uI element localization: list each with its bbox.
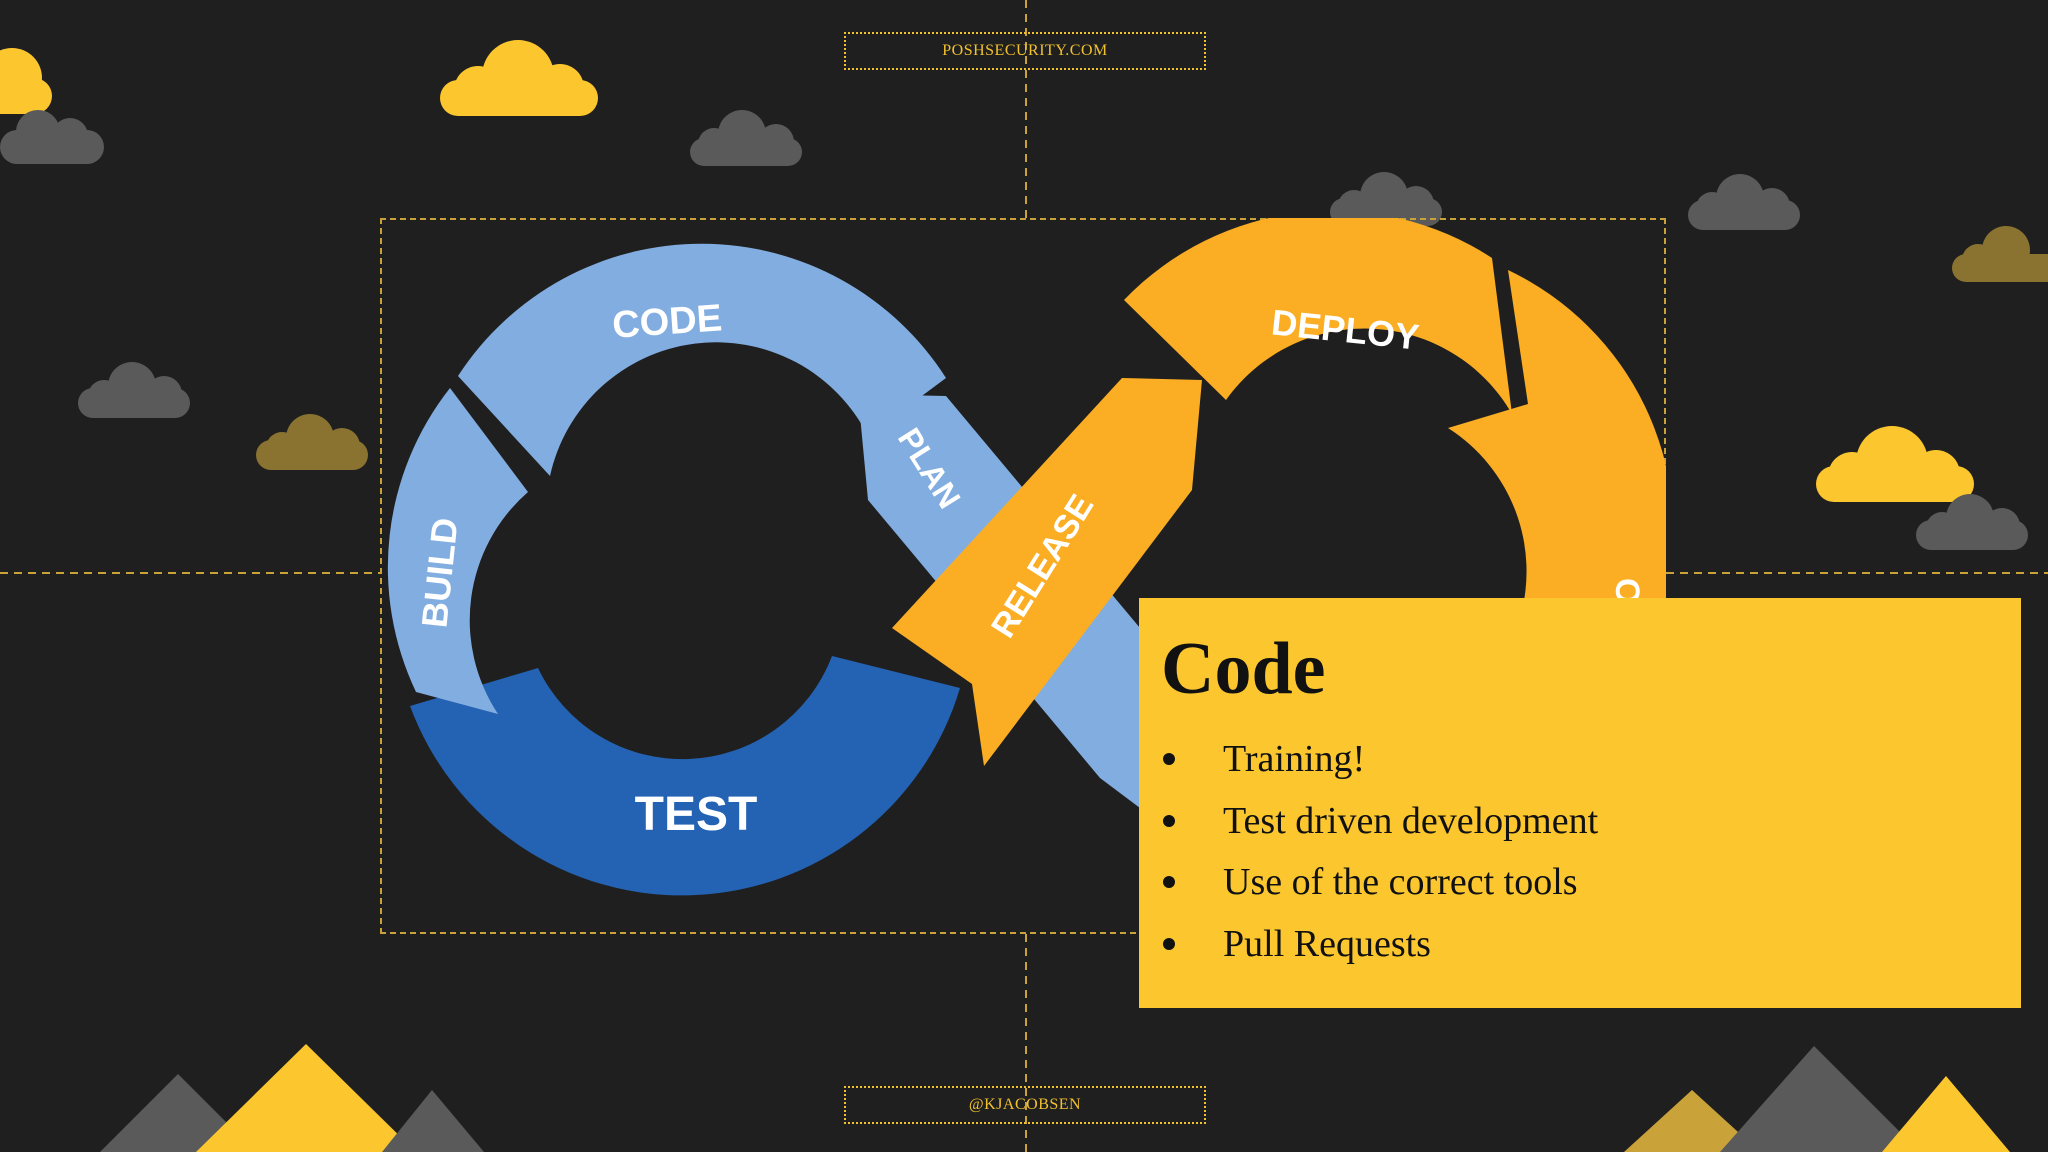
mountain-icon [1720,1046,1920,1152]
mountain-icon [1882,1076,2010,1152]
bullet-icon [1163,753,1175,765]
stage-label-code: CODE [611,297,723,347]
bullet-icon [1163,814,1175,827]
cloud-icon [1952,226,2048,282]
list-item-text: Use of the correct tools [1223,861,1578,903]
cloud-icon [440,40,598,116]
mountain-icon [196,1044,416,1152]
handle-banner: @KJACOBSEN [844,1086,1206,1124]
operate-segment [1448,270,1666,618]
cloud-icon [78,362,190,418]
bullet-icon [1163,937,1175,950]
list-item: Pull Requests [1161,919,2021,981]
list-item: Use of the correct tools [1161,857,2021,919]
list-item-text: Training! [1223,738,1366,780]
code-segment [458,243,946,476]
bullet-icon [1163,876,1175,888]
list-item-text: Test driven development [1223,799,1599,842]
stage-label-test: TEST [635,788,758,841]
cloud-icon [1816,426,1974,502]
mountain-icon [1624,1090,1760,1152]
cloud-icon [690,110,802,166]
test-segment [410,656,960,896]
list-item: Test driven development [1161,796,2021,858]
release-segment [892,378,1202,766]
list-item-text: Pull Requests [1223,922,1431,965]
cloud-icon [256,414,368,470]
cloud-icon [0,48,52,114]
deploy-segment [1124,218,1512,414]
devops-infinity-diagram: CODE BUILD TEST PLAN RELEASE DEPLOY OP [387,218,1666,896]
content-card: Code Training! Test driven development U… [1139,598,2021,1008]
site-banner: POSHSECURITY.COM [844,32,1206,70]
list-item: Training! [1161,734,2021,796]
cloud-icon [0,110,104,164]
build-segment [387,388,528,714]
cloud-icon [1916,494,2028,550]
card-bullet-list: Training! Test driven development Use of… [1161,734,2021,980]
card-title: Code [1161,628,1326,710]
cloud-icon [1688,174,1800,230]
mountain-icon [382,1090,484,1152]
